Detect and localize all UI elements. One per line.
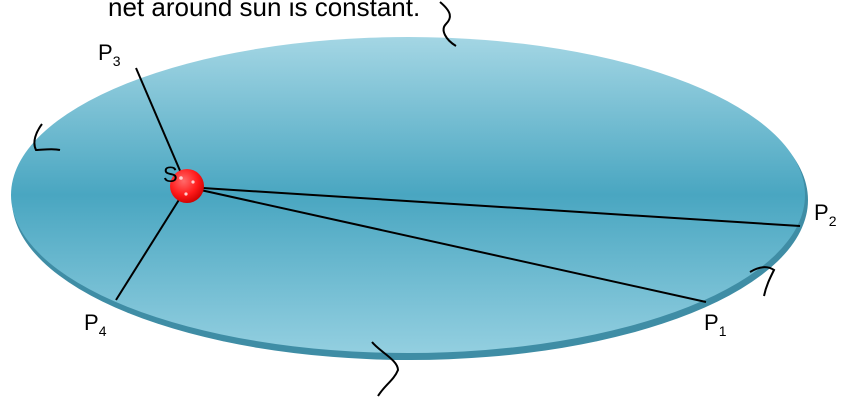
sun-label: S [163,162,178,187]
point-label-p4: P4 [84,310,107,339]
caption-text: net around sun is constant. [108,0,420,23]
point-label-p2: P2 [814,200,837,229]
orbit-ellipse [11,37,805,353]
point-label-p1: P1 [704,310,727,339]
sun-highlight [184,192,187,195]
sun-highlight [179,176,183,180]
sun-highlight [191,180,194,183]
point-label-p3: P3 [98,40,121,69]
